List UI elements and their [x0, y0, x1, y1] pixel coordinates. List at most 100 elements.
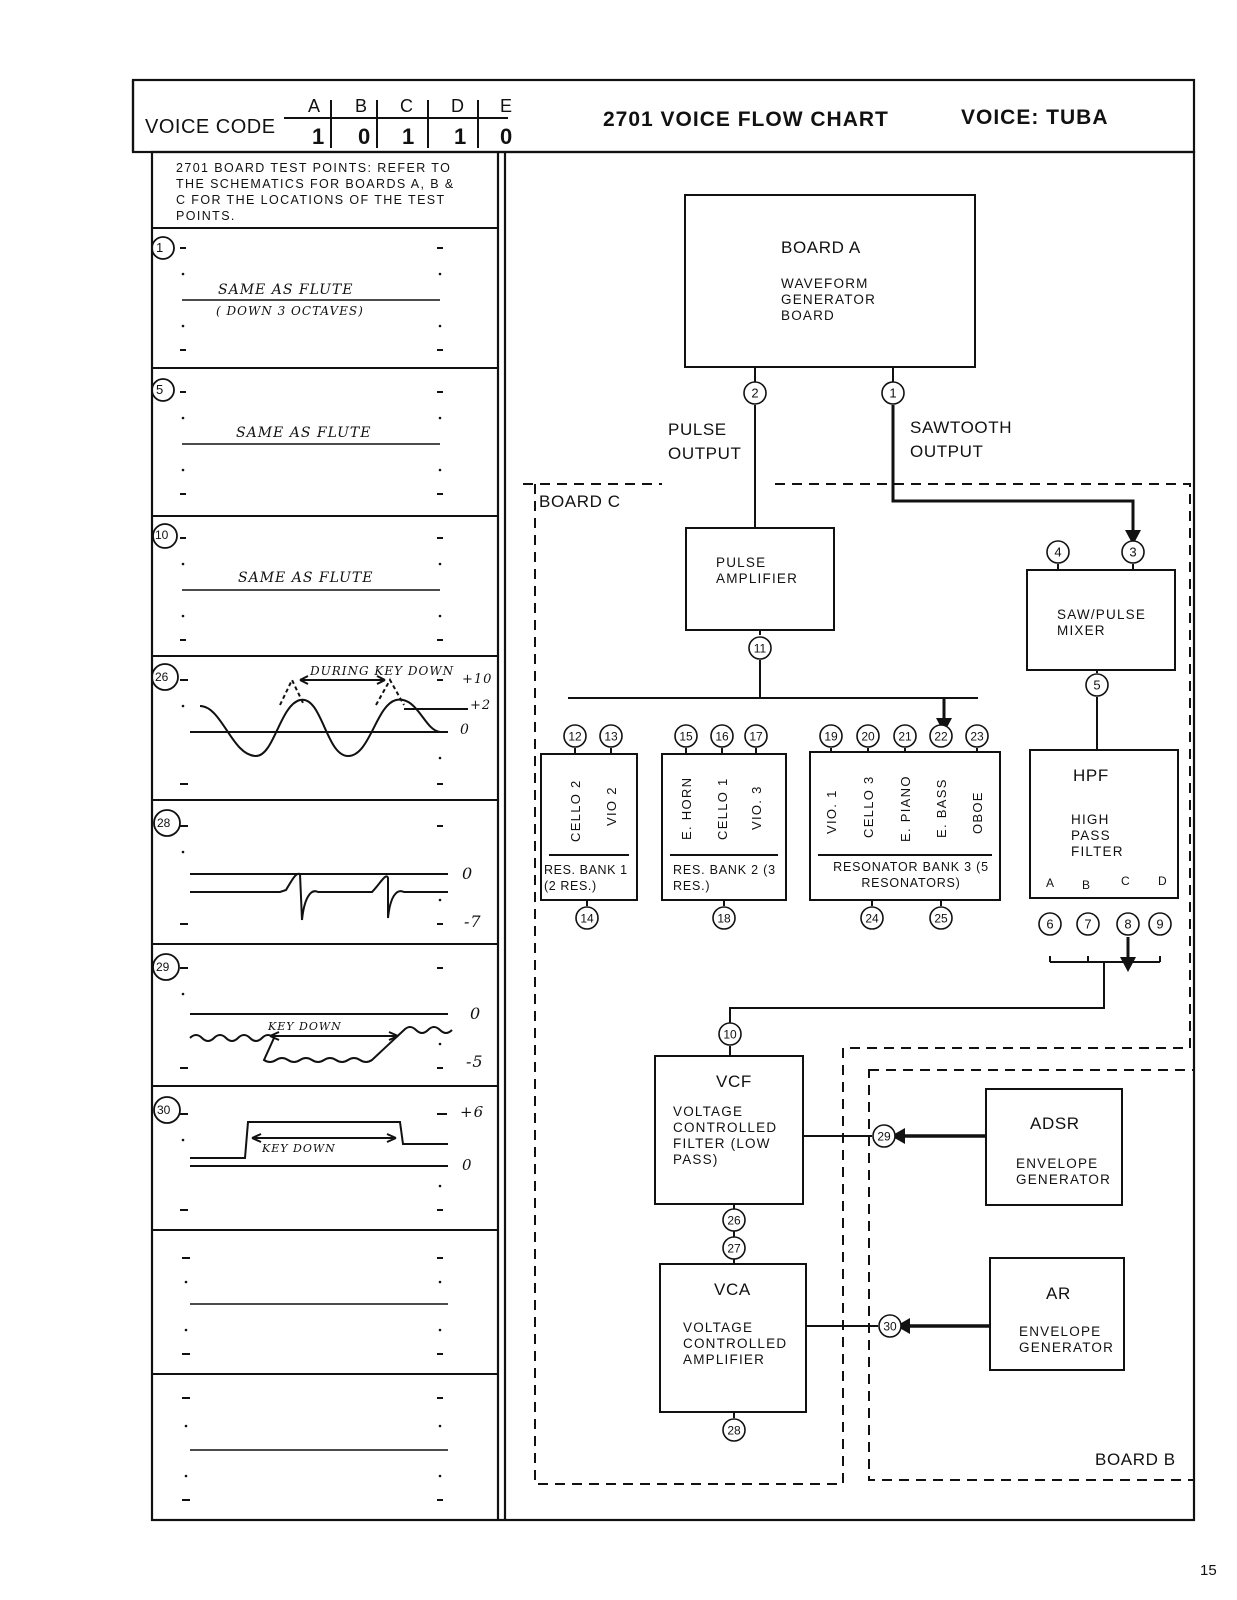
test-point-7: 7: [1084, 917, 1091, 932]
test-point-18-circle: [712, 906, 736, 930]
hpf-sub: HIGH PASS FILTER: [1071, 812, 1124, 859]
hpf-tap-d: D: [1158, 874, 1167, 888]
trace-26-annotation: DURING KEY DOWN: [310, 664, 455, 678]
test-point-28: 28: [727, 1424, 741, 1438]
test-point-12-circle: [563, 724, 587, 748]
res-bank-1-label: RES. BANK 1 (2 RES.): [544, 863, 628, 893]
board-b-region: [868, 1069, 1195, 1481]
adsr-box: [985, 1088, 1123, 1206]
code-value-c: 1: [402, 124, 415, 149]
vca-sub: VOLTAGE CONTROLLED AMPLIFIER: [683, 1320, 788, 1367]
test-point-24: 24: [865, 912, 879, 926]
board-b-label: BOARD B: [1095, 1450, 1176, 1469]
test-point-10: 10: [723, 1028, 737, 1042]
test-point-25: 25: [934, 912, 948, 926]
test-point-6-circle: [1038, 912, 1062, 936]
test-point-13-circle: [599, 724, 623, 748]
voice-label: VOICE: TUBA: [961, 106, 1109, 129]
waveform-30: [190, 1121, 448, 1167]
test-point-19: 19: [824, 730, 838, 744]
res1-voice-vio2: VIO 2: [604, 786, 619, 826]
code-value-e: 0: [500, 124, 513, 149]
board-a-sub: WAVEFORM GENERATOR BOARD: [781, 276, 877, 323]
test-point-20: 20: [861, 730, 875, 744]
test-point-16-circle: [710, 724, 734, 748]
test-point-30: 30: [883, 1320, 897, 1334]
chart-title: 2701 VOICE FLOW CHART: [603, 108, 889, 131]
res-bank-2-label: RES. BANK 2 (3 RES.): [673, 863, 776, 893]
hpf-tap-a: A: [1046, 876, 1055, 890]
board-a-title: BOARD A: [781, 238, 861, 257]
sawtooth-output-label: SAWTOOTH OUTPUT: [910, 418, 1013, 461]
test-point-21: 21: [898, 730, 912, 744]
test-point-20-circle: [856, 724, 880, 748]
test-point-3-circle: [1121, 540, 1145, 564]
pulse-output-label: PULSE OUTPUT: [668, 420, 742, 463]
trace-28-level-2: -7: [464, 912, 482, 931]
test-point-27-circle: [722, 1236, 746, 1260]
saw-pulse-mixer-box: [1026, 569, 1176, 671]
test-point-13: 13: [604, 730, 618, 744]
test-point-18: 18: [717, 912, 731, 926]
test-point-9-circle: [1148, 912, 1172, 936]
hpf-tap-b: B: [1082, 878, 1091, 892]
vca-title: VCA: [714, 1280, 751, 1299]
res2-voice-ehorn: E. HORN: [679, 776, 694, 840]
ar-sub: ENVELOPE GENERATOR: [1019, 1324, 1115, 1355]
hpf-box: [1029, 749, 1179, 899]
trace-30-level-1: +6: [460, 1103, 485, 1121]
res3-voice-ebass: E. BASS: [934, 778, 949, 838]
code-letter-c: C: [400, 96, 413, 116]
test-point-15-circle: [674, 724, 698, 748]
test-point-5: 5: [1093, 678, 1100, 693]
test-point-17-circle: [744, 724, 768, 748]
test-point-29-circle: [872, 1124, 896, 1148]
board-c-label: BOARD C: [539, 492, 621, 511]
hpf-title: HPF: [1073, 766, 1109, 785]
trace-point-30: 30: [157, 1103, 171, 1117]
vcf-title: VCF: [716, 1072, 752, 1091]
waveform-29: [189, 1013, 453, 1063]
test-point-25-circle: [929, 906, 953, 930]
trace-29-level-1: 0: [470, 1004, 482, 1023]
waveform-26: [190, 675, 468, 758]
trace-point-5: 5: [156, 382, 164, 397]
trace-30-annotation: KEY DOWN: [262, 1142, 336, 1155]
res2-voice-vio3: VIO. 3: [749, 785, 764, 830]
test-point-28-circle: [722, 1418, 746, 1442]
trace-point-28: 28: [157, 816, 171, 830]
test-points-note: 2701 BOARD TEST POINTS: REFER TO THE SCH…: [176, 161, 455, 223]
test-point-17: 17: [749, 730, 763, 744]
res-bank-3-label: RESONATOR BANK 3 (5 RESONATORS): [833, 860, 989, 890]
hpf-tap-c: C: [1121, 874, 1130, 888]
test-point-27: 27: [727, 1242, 741, 1256]
ar-title: AR: [1046, 1284, 1071, 1303]
trace-10-note: SAME AS FLUTE: [238, 570, 374, 586]
test-point-11-circle: [748, 636, 772, 660]
test-point-30-circle: [878, 1314, 902, 1338]
test-point-29: 29: [877, 1130, 891, 1144]
test-point-11: 11: [754, 642, 767, 656]
trace-point-10: 10: [155, 528, 169, 542]
trace-26-level-3: 0: [460, 722, 470, 738]
test-point-23-circle: [965, 724, 989, 748]
test-point-16: 16: [715, 730, 729, 744]
code-letter-a: A: [308, 96, 321, 116]
test-point-26-circle: [722, 1208, 746, 1232]
vcf-sub: VOLTAGE CONTROLLED FILTER (LOW PASS): [673, 1104, 778, 1167]
trace-5-note: SAME AS FLUTE: [236, 425, 372, 441]
trace-point-29: 29: [156, 960, 170, 974]
test-point-2: 2: [751, 386, 758, 401]
test-point-14-circle: [575, 906, 599, 930]
saw-pulse-mixer-label: SAW/PULSE MIXER: [1057, 607, 1147, 638]
code-value-a: 1: [312, 124, 325, 149]
res-bank-1-box: [540, 753, 638, 901]
trace-29-annotation: KEY DOWN: [268, 1020, 342, 1033]
test-point-23: 23: [970, 730, 984, 744]
code-value-b: 0: [358, 124, 371, 149]
res2-voice-cello1: CELLO 1: [715, 777, 730, 840]
board-a-box: [684, 194, 976, 368]
waveform-28: [190, 872, 448, 921]
trace-point-1: 1: [156, 240, 164, 255]
